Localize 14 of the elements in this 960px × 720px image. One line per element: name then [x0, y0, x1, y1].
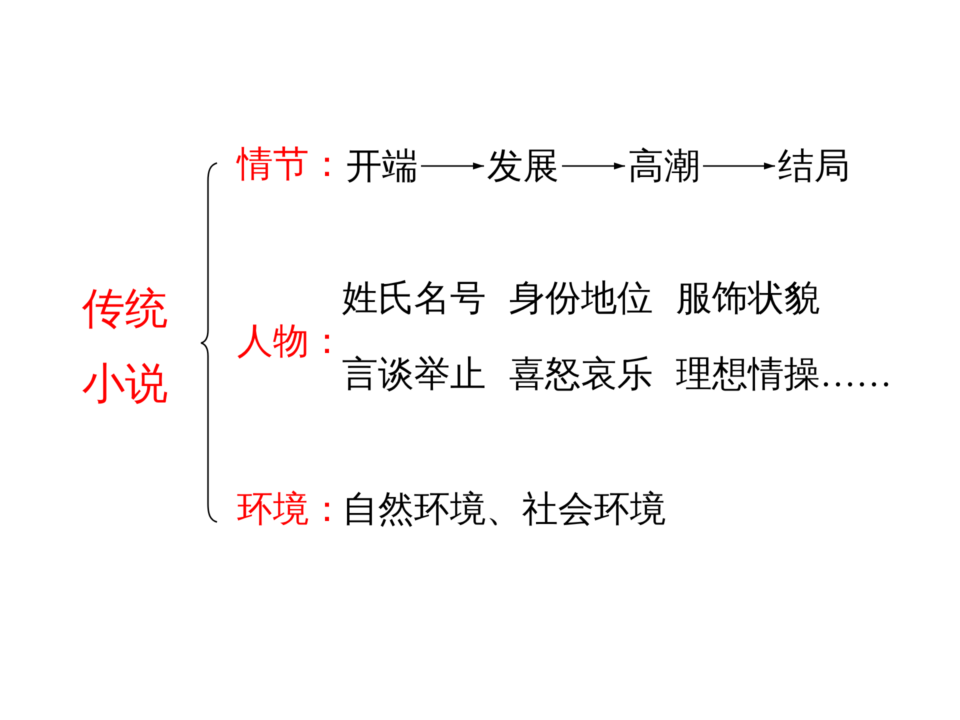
detail-text: 言谈举止 喜怒哀乐 理想情操……	[342, 356, 892, 392]
category-label: 人物：	[237, 323, 345, 359]
category-label: 情节：	[237, 146, 345, 182]
detail-text: 姓氏名号 身份地位 服饰状貌	[342, 280, 820, 316]
arrow	[562, 162, 625, 170]
stage-text: 发展	[487, 148, 559, 184]
detail-text: 自然环境、社会环境	[342, 491, 666, 527]
stage-text: 开端	[346, 148, 418, 184]
stage-text: 高潮	[628, 148, 700, 184]
arrow	[421, 162, 484, 170]
arrow	[703, 162, 775, 170]
category-label: 环境：	[237, 491, 345, 527]
stage-text: 结局	[778, 148, 850, 184]
topic-title: 传统小说	[82, 285, 169, 410]
